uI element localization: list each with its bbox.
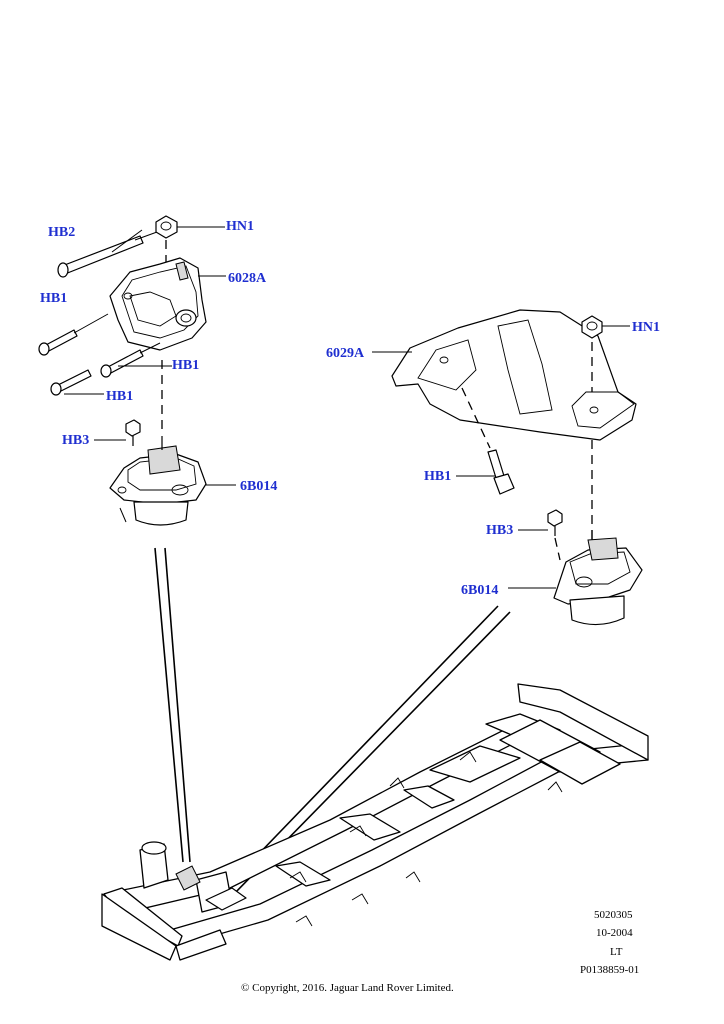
callout-hb1-upper-left[interactable]: HB1 [40, 291, 68, 306]
stud-hb3-right [518, 509, 563, 561]
copyright-notice: © Copyright, 2016. Jaguar Land Rover Lim… [241, 982, 454, 994]
callout-hb3-left[interactable]: HB3 [62, 433, 90, 448]
callout-hb1-right[interactable]: HB1 [424, 469, 452, 484]
nut-hn1-right [581, 315, 630, 339]
diagram-code: 5020305 [594, 909, 633, 921]
callout-hb1-lower[interactable]: HB1 [106, 389, 134, 404]
callout-6b014-left[interactable]: 6B014 [240, 479, 278, 494]
diagram-reference: P0138859-01 [580, 964, 640, 976]
long-bolt-hb2 [57, 227, 169, 278]
diagram-date: 10-2004 [596, 927, 633, 939]
stud-hb3-left [94, 419, 141, 446]
bolt-hb1-right [456, 387, 515, 495]
callout-hb2[interactable]: HB2 [48, 225, 76, 240]
bracket-6029a [372, 309, 637, 441]
vehicle-chassis-frame [101, 683, 649, 961]
bracket-6028a [109, 257, 226, 351]
engine-mount-6b014-left [109, 436, 236, 526]
engine-mount-6b014-right [508, 530, 643, 626]
callout-hb1-mid[interactable]: HB1 [172, 358, 200, 373]
diagram-side: LT [610, 946, 623, 958]
nut-hn1-left [155, 215, 225, 239]
callout-6028a[interactable]: 6028A [228, 271, 267, 286]
callout-6b014-right[interactable]: 6B014 [461, 583, 499, 598]
callout-hn1-left[interactable]: HN1 [226, 219, 254, 234]
bolt-hb1-mid [100, 342, 172, 378]
callout-6029a[interactable]: 6029A [326, 346, 365, 361]
callout-hn1-right[interactable]: HN1 [632, 320, 660, 335]
location-leader-lines [154, 547, 511, 897]
bolt-hb1-lower [50, 369, 104, 396]
bolt-hb1-upper-left [38, 313, 109, 356]
callout-hb3-right[interactable]: HB3 [486, 523, 514, 538]
